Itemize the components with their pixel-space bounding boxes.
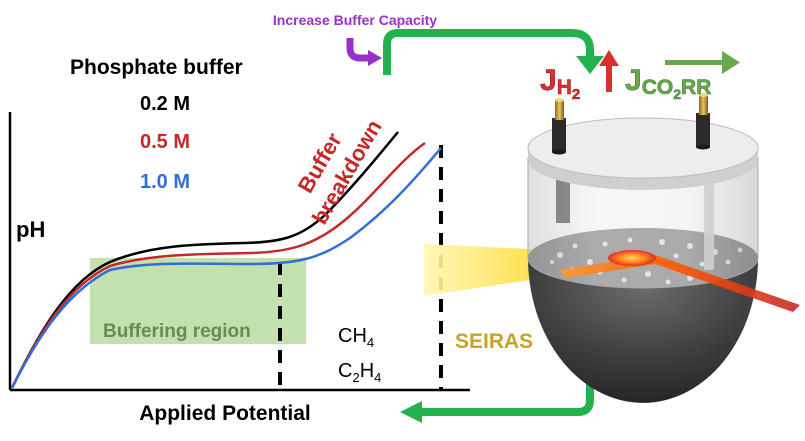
legend-0.2M: 0.2 M [140, 93, 190, 115]
curve-0.5M [10, 141, 426, 389]
svg-text:JCO2RR: JCO2RR [625, 64, 711, 102]
curve-0.2M [10, 131, 399, 389]
cell-bowl [528, 258, 758, 403]
svg-text:JH2: JH2 [540, 64, 580, 103]
curve-1.0M [10, 147, 442, 389]
c2h4-label: C2H4 [338, 360, 381, 385]
y-axis-label: pH [16, 217, 45, 242]
buffering-region-label: Buffering region [103, 321, 251, 342]
seiras-label: SEIRAS [455, 330, 533, 353]
jco2rr-label: JCO2RR [625, 51, 740, 102]
jh2-label: JH2 [540, 50, 619, 103]
laser-spot [608, 250, 656, 266]
x-axis-label: Applied Potential [139, 402, 311, 425]
electrode-post-right [696, 93, 710, 150]
top-green-loop-arrow [383, 29, 594, 75]
phosphate-buffer-title: Phosphate buffer [70, 56, 243, 79]
increase-capacity-arrows: Increase Buffer Capacity [273, 12, 604, 75]
ch4-label: CH4 [338, 325, 374, 350]
electrode-post-left [552, 98, 566, 155]
increase-buffer-capacity-label: Increase Buffer Capacity [273, 12, 437, 28]
cell-cylinder [527, 157, 759, 289]
up-arrow-icon [599, 50, 619, 92]
legend-0.5M: 0.5 M [140, 131, 190, 153]
bottom-green-arrowhead [400, 401, 422, 423]
inner-rod-left [556, 175, 570, 223]
purple-arrowhead [368, 50, 382, 66]
bottom-green-loop-arrow [420, 380, 594, 416]
top-green-arrowhead [576, 56, 604, 74]
ir-laser-beam [560, 255, 800, 312]
bottom-loop-arrow [400, 380, 594, 423]
purple-bent-arrow [346, 38, 370, 62]
legend-1.0M: 1.0 M [140, 171, 190, 193]
right-arrow-icon [665, 51, 740, 74]
buffering-region-box [90, 258, 306, 344]
electrochemical-cell [527, 93, 800, 403]
ph-chart: Phosphate buffer 0.2 M 0.5 M 1.0 M pH Bu… [8, 56, 470, 425]
inner-rod-right [704, 170, 714, 270]
